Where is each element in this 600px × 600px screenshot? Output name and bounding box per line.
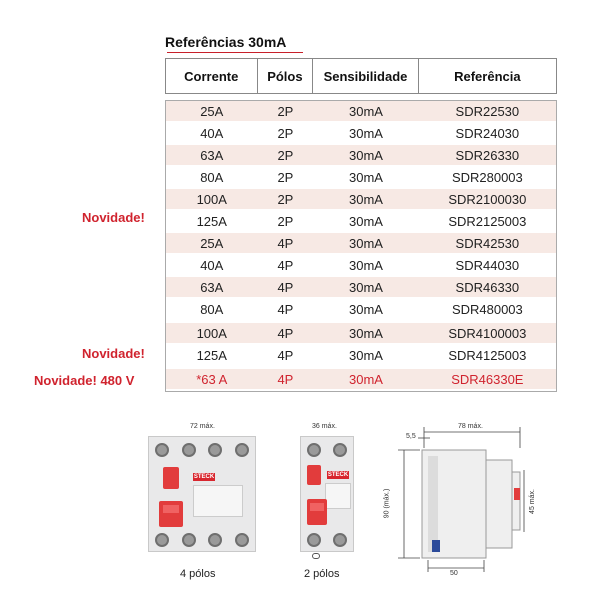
cell-polos: 4P <box>277 235 294 251</box>
four-pole-caption: 4 pólos <box>180 568 216 580</box>
table-row: 63A 4P 30mA SDR46330 <box>166 277 556 297</box>
cell-referencia: SDR4125003 <box>448 347 527 363</box>
two-pole-breaker-image: STECK <box>300 436 354 552</box>
table-row: 40A 4P 30mA SDR44030 <box>166 255 556 275</box>
cell-polos: 2P <box>277 169 294 185</box>
cell-polos: 2P <box>277 191 294 207</box>
header-referencia: Referência <box>454 68 521 84</box>
brand-logo: STECK <box>327 471 349 479</box>
cell-referencia: SDR480003 <box>451 301 523 317</box>
cell-sensibilidade: 30mA <box>348 103 383 119</box>
cell-referencia: SDR4100003 <box>448 325 527 341</box>
table-row: 40A 2P 30mA SDR24030 <box>166 123 556 143</box>
cell-polos: 4P <box>277 279 294 295</box>
table-row: 100A 4P 30mA SDR4100003 <box>166 323 556 343</box>
cell-polos: 2P <box>277 147 294 163</box>
label-plate <box>193 485 243 517</box>
cable-tie-icon <box>312 553 320 559</box>
cell-sensibilidade: 30mA <box>348 147 383 163</box>
table-row: 125A 2P 30mA SDR2125003 <box>166 211 556 231</box>
table-header: Corrente Pólos Sensibilidade Referência <box>165 58 557 94</box>
cell-corrente: 100A <box>196 191 227 207</box>
cell-polos: 4P <box>277 257 294 273</box>
cell-corrente: 63A <box>200 279 224 295</box>
cell-sensibilidade: 30mA <box>348 325 383 341</box>
novidade-badge: Novidade! <box>82 210 145 225</box>
label-plate <box>325 483 351 509</box>
side-inner-label: 45 máx. <box>528 489 536 514</box>
novidade-480v-badge: Novidade! 480 V <box>34 373 135 388</box>
cell-referencia: SDR2125003 <box>448 213 527 229</box>
section-title: Referências 30mA <box>165 34 287 50</box>
cell-sensibilidade: 30mA <box>348 125 383 141</box>
four-pole-breaker-image: STECK <box>148 436 256 552</box>
table-row: *63 A 4P 30mA SDR46330E <box>166 369 556 389</box>
cell-referencia: SDR24030 <box>455 125 520 141</box>
cell-polos: 4P <box>277 301 294 317</box>
title-underline <box>167 52 303 53</box>
table-row: 80A 4P 30mA SDR480003 <box>166 299 556 319</box>
cell-referencia: SDR2100030 <box>448 191 527 207</box>
test-button-icon <box>163 467 179 489</box>
cell-polos: 4P <box>277 371 294 387</box>
toggle-lever-icon <box>307 499 327 525</box>
two-pole-caption: 2 pólos <box>304 568 340 580</box>
references-table: Corrente Pólos Sensibilidade Referência … <box>165 58 557 392</box>
cell-sensibilidade: 30mA <box>348 301 383 317</box>
cell-sensibilidade: 30mA <box>348 213 383 229</box>
cell-sensibilidade: 30mA <box>348 257 383 273</box>
cell-polos: 2P <box>277 125 294 141</box>
cell-sensibilidade: 30mA <box>348 235 383 251</box>
two-pole-width-label: 36 máx. <box>312 423 337 430</box>
cell-sensibilidade: 30mA <box>348 169 383 185</box>
brand-logo: STECK <box>193 473 215 481</box>
side-height-label: 90 (máx.) <box>383 488 391 519</box>
side-bottom-label: 50 <box>450 570 458 577</box>
test-button-icon <box>307 465 321 485</box>
four-pole-width-label: 72 máx. <box>190 423 215 430</box>
cell-corrente: *63 A <box>196 371 228 387</box>
cell-referencia: SDR26330 <box>455 147 520 163</box>
cell-corrente: 80A <box>200 169 224 185</box>
table-row: 25A 2P 30mA SDR22530 <box>166 101 556 121</box>
cell-sensibilidade: 30mA <box>348 191 383 207</box>
cell-polos: 2P <box>277 213 294 229</box>
table-row: 63A 2P 30mA SDR26330 <box>166 145 556 165</box>
header-polos: Pólos <box>258 59 314 93</box>
cell-referencia: SDR42530 <box>455 235 520 251</box>
table-row: 100A 2P 30mA SDR2100030 <box>166 189 556 209</box>
toggle-lever-icon <box>159 501 183 527</box>
side-offset-label: 5,5 <box>406 433 416 440</box>
cell-sensibilidade: 30mA <box>348 347 383 363</box>
cell-corrente: 25A <box>200 103 224 119</box>
cell-sensibilidade: 30mA <box>348 279 383 295</box>
cell-corrente: 125A <box>196 213 227 229</box>
cell-corrente: 125A <box>196 347 227 363</box>
table-row: 25A 4P 30mA SDR42530 <box>166 233 556 253</box>
table-row: 125A 4P 30mA SDR4125003 <box>166 345 556 365</box>
header-sensibilidade: Sensibilidade <box>313 59 419 93</box>
cell-corrente: 80A <box>200 301 224 317</box>
novidade-badge: Novidade! <box>82 346 145 361</box>
side-top-label: 78 máx. <box>458 423 483 430</box>
cell-referencia: SDR280003 <box>451 169 523 185</box>
cell-corrente: 63A <box>200 147 224 163</box>
cell-polos: 2P <box>277 103 294 119</box>
cell-sensibilidade: 30mA <box>348 371 383 387</box>
cell-corrente: 25A <box>200 235 224 251</box>
header-corrente: Corrente <box>166 59 258 93</box>
table-body: 25A 2P 30mA SDR22530 40A 2P 30mA SDR24030 63A 2P 3… <box>165 100 557 392</box>
cell-referencia: SDR46330E <box>451 371 524 387</box>
cell-polos: 4P <box>277 347 294 363</box>
cell-corrente: 100A <box>196 325 227 341</box>
cell-referencia: SDR44030 <box>455 257 520 273</box>
cell-corrente: 40A <box>200 125 224 141</box>
cell-corrente: 40A <box>200 257 224 273</box>
cell-referencia: SDR46330 <box>455 279 520 295</box>
table-row: 80A 2P 30mA SDR280003 <box>166 167 556 187</box>
cell-referencia: SDR22530 <box>455 103 520 119</box>
cell-polos: 4P <box>277 325 294 341</box>
